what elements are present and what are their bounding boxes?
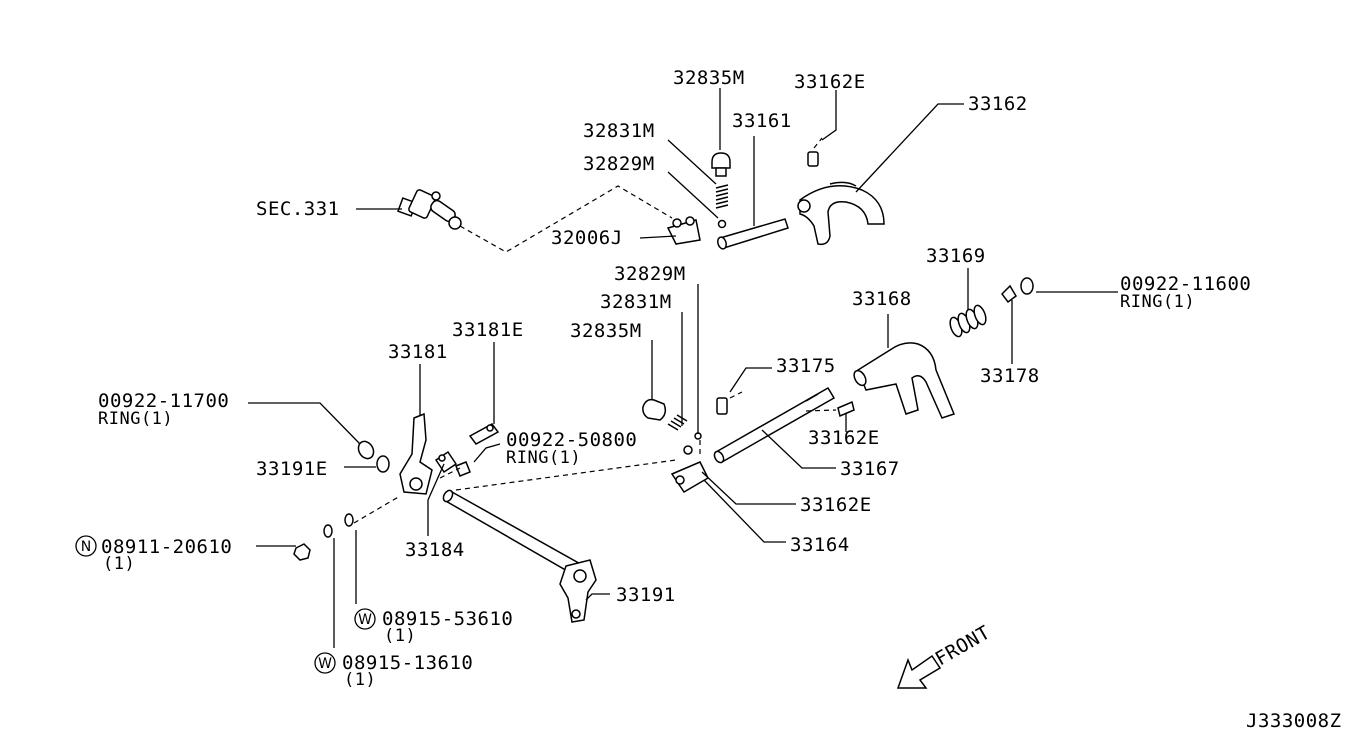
part-32006J <box>666 216 701 245</box>
part-33167-rod <box>713 386 836 464</box>
part-32831M-top <box>715 184 729 209</box>
n-marker-text: N <box>81 539 91 555</box>
label-32829M-mid: 32829M <box>614 263 686 285</box>
label-33168: 33168 <box>852 288 912 310</box>
label-ring-50800: RING(1) <box>506 448 581 468</box>
sec331-assembly <box>397 189 462 230</box>
w-marker-13610: W <box>314 652 336 674</box>
part-33181-lever <box>399 412 433 495</box>
w-marker-53610-text: W <box>358 612 372 628</box>
leader-lines <box>248 88 1118 648</box>
assembly-dashed-lines <box>353 137 837 524</box>
w-marker-53610: W <box>354 608 376 630</box>
part-32829M-top <box>717 219 727 229</box>
front-arrow <box>896 654 942 689</box>
n-marker: N <box>75 535 97 557</box>
label-08911-20610: 08911-20610 <box>101 536 232 558</box>
label-33167: 33167 <box>840 458 900 480</box>
label-33162E-low: 33162E <box>800 494 872 516</box>
label-33191: 33191 <box>616 584 676 606</box>
part-32835M-mid <box>642 398 667 421</box>
part-33168-fork <box>853 342 955 419</box>
label-33184: 33184 <box>405 539 465 561</box>
part-33161-rod <box>717 218 789 250</box>
part-08915-13610-washer <box>323 524 333 538</box>
part-33162-fork <box>797 181 885 246</box>
label-33181: 33181 <box>388 341 448 363</box>
label-33162E-mid: 33162E <box>808 427 880 449</box>
part-33162E-top <box>807 151 819 167</box>
label-32835M-top: 32835M <box>673 67 745 89</box>
part-33164 <box>670 445 709 494</box>
part-33162E-mid <box>837 400 855 418</box>
label-33175: 33175 <box>776 355 836 377</box>
label-front: FRONT <box>932 621 995 670</box>
label-33178: 33178 <box>980 365 1040 387</box>
part-00922-11600-ring <box>1020 277 1034 295</box>
part-33184 <box>434 450 458 474</box>
part-33181E <box>468 423 500 445</box>
label-00922-11600: 00922-11600 <box>1120 273 1251 295</box>
label-33164: 33164 <box>790 534 850 556</box>
part-33169-spring <box>949 304 987 338</box>
part-32831M-mid <box>667 414 688 431</box>
part-33191E <box>376 455 390 473</box>
label-ring-11700: RING(1) <box>98 409 173 429</box>
part-33191-shaft <box>442 489 597 623</box>
label-32829M-top: 32829M <box>583 153 655 175</box>
label-32006J: 32006J <box>551 227 623 249</box>
label-32835M-mid: 32835M <box>570 320 642 342</box>
label-ring-11600: RING(1) <box>1120 292 1195 312</box>
label-33161: 33161 <box>732 110 792 132</box>
diagram-code: J333008Z <box>1246 710 1342 732</box>
label-qty-13610: (1) <box>344 670 376 690</box>
part-00922-50800-ring <box>455 461 471 477</box>
part-33178 <box>1001 284 1017 304</box>
part-32835M-top <box>711 152 731 177</box>
part-33175 <box>716 397 728 415</box>
label-33169: 33169 <box>926 245 986 267</box>
label-00922-11700: 00922-11700 <box>98 390 229 412</box>
label-32831M-top: 32831M <box>583 120 655 142</box>
label-33181E: 33181E <box>452 319 524 341</box>
label-08915-13610: 08915-13610 <box>342 652 473 674</box>
label-00922-50800: 00922-50800 <box>506 429 637 451</box>
label-33191E: 33191E <box>256 458 328 480</box>
label-33162E-top: 33162E <box>794 71 866 93</box>
label-33162: 33162 <box>968 93 1028 115</box>
label-08915-53610: 08915-53610 <box>382 608 513 630</box>
part-00922-11700-ring <box>357 440 375 460</box>
label-qty-53610: (1) <box>384 626 416 646</box>
label-qty-20610: (1) <box>103 554 135 574</box>
part-08911-20610-nut <box>293 543 311 561</box>
label-32831M-mid: 32831M <box>600 291 672 313</box>
part-08915-53610-washer <box>344 513 354 527</box>
label-sec331: SEC.331 <box>256 198 340 220</box>
w-marker-13610-text: W <box>318 656 332 672</box>
